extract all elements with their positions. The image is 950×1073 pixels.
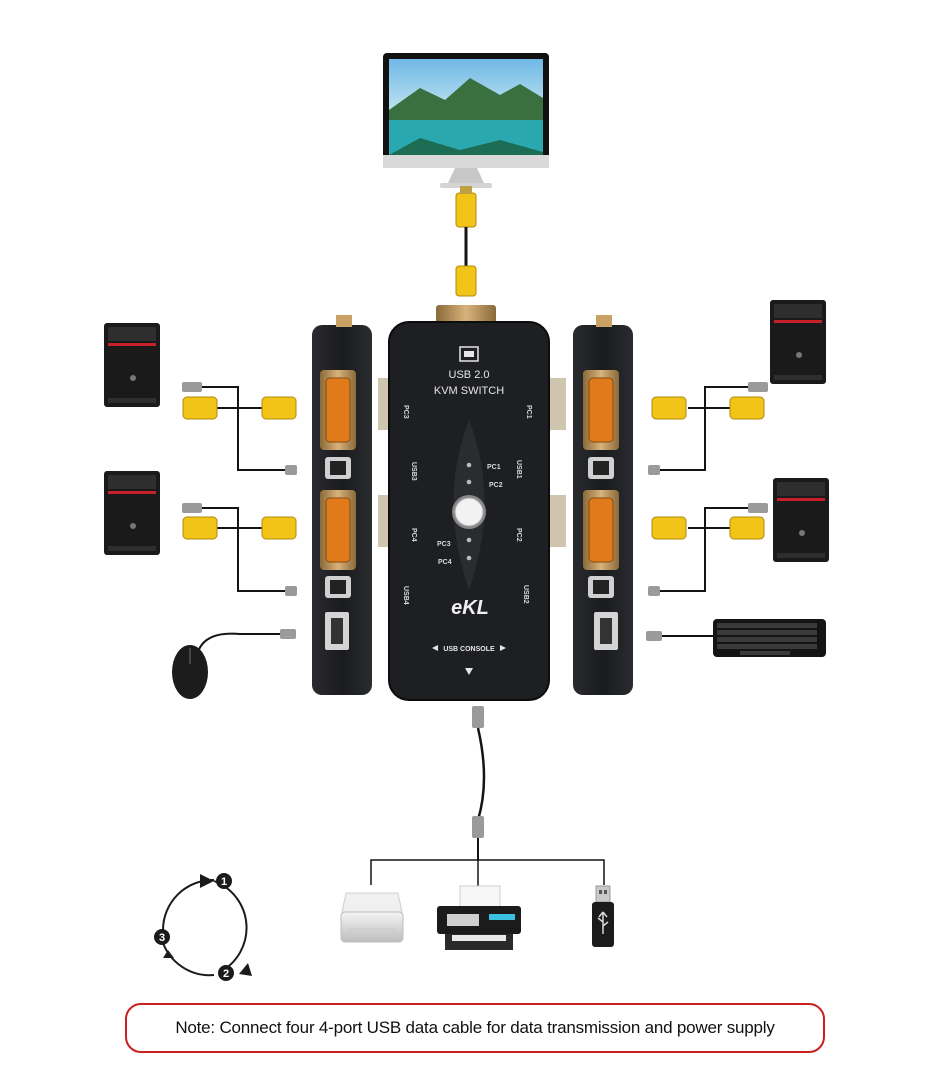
pc4-kvm-cable xyxy=(200,507,285,592)
side-label-usb1: USB1 xyxy=(515,460,522,479)
side-label-pc3: PC3 xyxy=(402,405,409,419)
monitor-vga-cable xyxy=(455,186,477,297)
monitor-icon xyxy=(383,53,549,188)
pc1-kvm-cable xyxy=(660,386,750,471)
sequence-marker-1: 1 xyxy=(221,876,227,888)
usb-flash-drive-icon xyxy=(592,885,614,947)
pc-tower-icon xyxy=(104,323,160,407)
pc3-connectors xyxy=(182,382,297,475)
pc2-kvm-cable xyxy=(660,507,750,592)
led-label-pc3: PC3 xyxy=(437,541,451,548)
led-label-pc2: PC2 xyxy=(489,482,503,489)
led-label-pc1: PC1 xyxy=(487,464,501,471)
pc1-connectors xyxy=(648,382,768,475)
pc2-connectors xyxy=(648,503,768,596)
sequence-marker-2: 2 xyxy=(223,968,229,980)
side-label-usb3: USB3 xyxy=(410,462,417,481)
note-callout: Note: Connect four 4-port USB data cable… xyxy=(125,1003,825,1053)
pc-tower-icon xyxy=(773,478,829,562)
side-label-usb2: USB2 xyxy=(522,585,529,604)
pc3-kvm-cable xyxy=(200,386,285,471)
pc4-connectors xyxy=(182,503,297,596)
kvm-right-side-panel xyxy=(573,315,633,695)
product-name-label: KVM SWITCH xyxy=(434,385,504,397)
keyboard-icon xyxy=(646,619,826,657)
brand-logo: eKL xyxy=(451,597,489,619)
sequence-marker-3: 3 xyxy=(159,932,165,944)
usb-console-label: USB CONSOLE xyxy=(443,646,495,653)
usb-version-label: USB 2.0 xyxy=(449,369,490,381)
pc-tower-icon xyxy=(104,471,160,555)
side-label-pc2: PC2 xyxy=(515,528,522,542)
led-label-pc4: PC4 xyxy=(438,559,452,566)
side-label-pc1: PC1 xyxy=(525,405,532,419)
pc-tower-icon xyxy=(770,300,826,384)
side-label-pc4: PC4 xyxy=(410,528,417,542)
console-usb-cable xyxy=(370,706,605,888)
side-label-usb4: USB4 xyxy=(402,586,409,605)
sequence-cycle-diagram xyxy=(154,873,252,981)
scanner-icon xyxy=(340,892,404,943)
printer-icon xyxy=(437,885,521,950)
kvm-switch-body xyxy=(378,305,566,701)
note-text: Note: Connect four 4-port USB data cable… xyxy=(175,1018,775,1037)
mouse-icon xyxy=(172,629,296,699)
kvm-left-side-panel xyxy=(312,315,372,695)
